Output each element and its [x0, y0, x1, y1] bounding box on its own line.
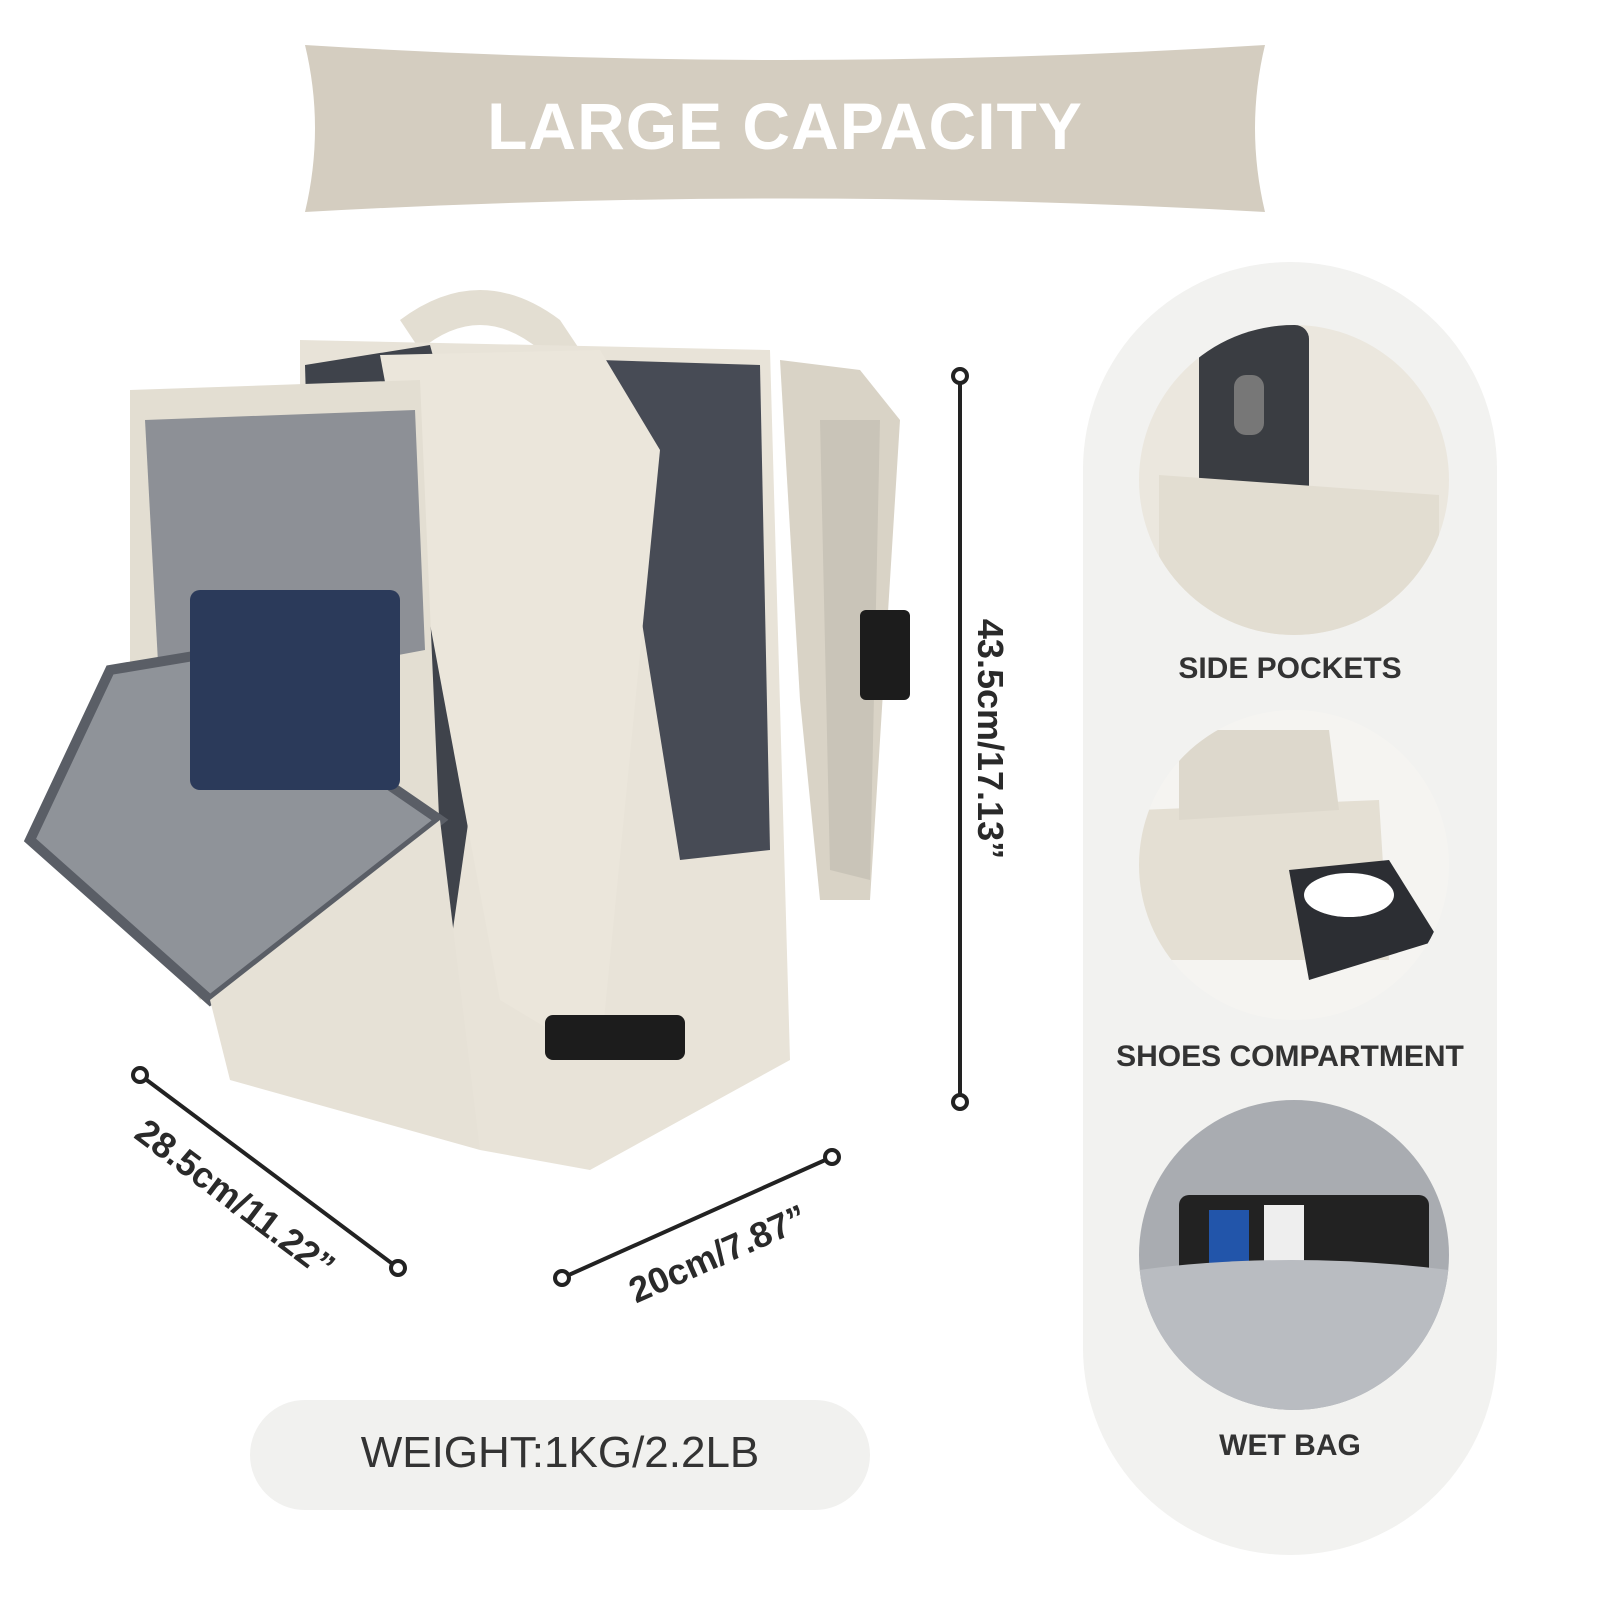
- banner-title: LARGE CAPACITY: [487, 89, 1083, 163]
- banner-shape: [305, 45, 1265, 212]
- height-dimension-label: 43.5cm/17.13”: [970, 618, 1011, 860]
- weight-label: WEIGHT:1KG/2.2LB: [360, 1428, 760, 1477]
- dimension-lines: [131, 367, 969, 1287]
- wet-bag-image: [1139, 1100, 1449, 1410]
- feature-label-shoes-compartment: SHOES COMPARTMENT: [1116, 1040, 1464, 1073]
- feature-label-side-pockets: SIDE POCKETS: [1178, 652, 1402, 685]
- weight-pill: [250, 1400, 870, 1510]
- feature-label-wet-bag: WET BAG: [1219, 1429, 1361, 1462]
- backpack-image: [23, 290, 910, 1170]
- shoes-compartment-image: [1139, 710, 1449, 1020]
- side-pockets-image: [1139, 325, 1449, 635]
